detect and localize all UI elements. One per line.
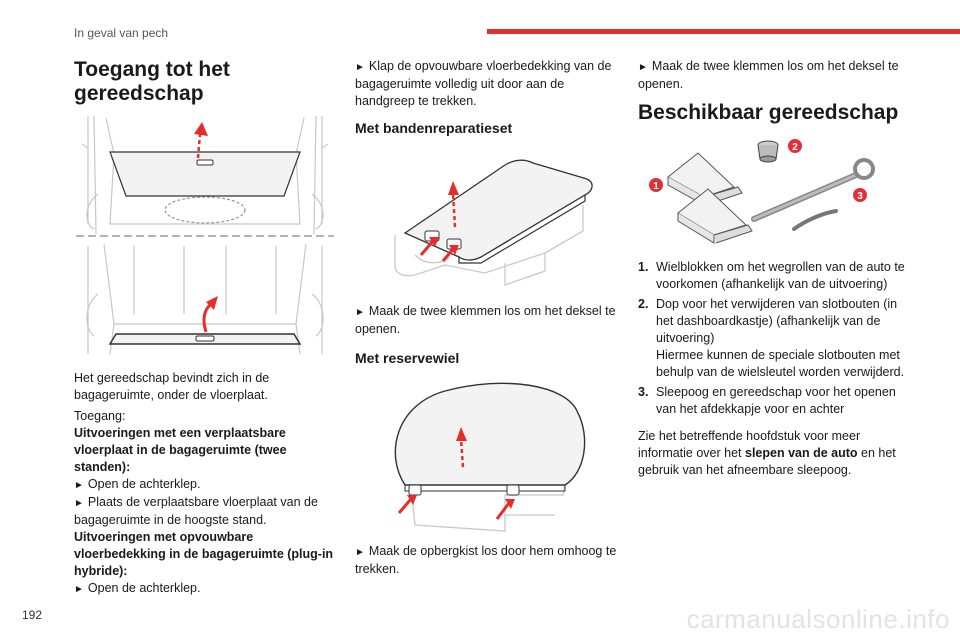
arrow-icon: ►: [74, 480, 84, 491]
repair-kit-box-illustration: [394, 159, 593, 286]
list-item: 2. Dop voor het verwijderen van slotbout…: [638, 296, 908, 381]
arrow-icon: ►: [638, 62, 648, 73]
variant-b-heading: Uitvoeringen met opvouwbare vloerbedekki…: [74, 530, 334, 578]
page-number: 192: [22, 608, 43, 622]
intro-access: Toegang:: [74, 409, 126, 423]
column-3: ►Maak de twee klemmen los om het deksel …: [638, 58, 908, 483]
badge-2-circle: [788, 139, 802, 153]
page-title: Toegang tot het gereedschap: [74, 58, 230, 105]
watermark: carmanualsonline.info: [686, 604, 950, 634]
header-accent-bar: [487, 29, 960, 34]
section-header: In geval van pech: [74, 26, 169, 40]
arrow-icon: ►: [355, 307, 365, 318]
tool-note: Hiermee kunnen de speciale slotbouten me…: [656, 348, 905, 379]
arrow-icon: ►: [355, 62, 365, 73]
tools-list: 1. Wielblokken om het wegrollen van de a…: [638, 259, 908, 418]
list-item: 1. Wielblokken om het wegrollen van de a…: [638, 260, 905, 291]
trunk-floor-illustration: [76, 115, 334, 355]
arrow-icon: ►: [74, 584, 84, 595]
reference-link-text: slepen van de auto: [745, 446, 858, 460]
reference-paragraph: Zie het betreffende hoofdstuk voor meer …: [638, 429, 896, 477]
intro-location: Het gereedschap bevindt zich in de bagag…: [74, 371, 270, 402]
arrow-icon: ►: [355, 547, 365, 558]
step-release-box: ►Maak de opbergkist los door hem omhoog …: [355, 544, 617, 576]
badge-2: 2: [792, 142, 798, 153]
step-release-clamps: ►Maak de twee klemmen los om het deksel …: [355, 304, 616, 336]
subtitle-repair-kit: Met bandenreparatieset: [355, 120, 513, 136]
variant-a-step-1: ►Open de achterklep.: [74, 477, 201, 491]
variant-a-step-2: ►Plaats de verplaatsbare vloerplaat van …: [74, 495, 318, 527]
badge-1-circle: [649, 178, 663, 192]
badge-3-circle: [853, 188, 867, 202]
step-open-lid: ►Maak de twee klemmen los om het deksel …: [638, 59, 899, 91]
step-unfold-floor: ►Klap de opvouwbare vloerbedekking van d…: [355, 59, 612, 108]
badge-3: 3: [857, 191, 863, 202]
tools-title: Beschikbaar gereedschap: [638, 101, 899, 124]
subtitle-spare-wheel: Met reservewiel: [355, 350, 460, 366]
variant-b-step-1: ►Open de achterklep.: [74, 581, 201, 595]
variant-a-heading: Uitvoeringen met een verplaatsbare vloer…: [74, 426, 287, 474]
storage-box-illustration: [394, 382, 586, 532]
column-1: Toegang tot het gereedschap Het gereedsc…: [74, 58, 344, 602]
badge-1: 1: [653, 181, 659, 192]
list-item: 3. Sleepoog en gereedschap voor het open…: [638, 385, 896, 416]
tools-illustration: 2 1 3: [649, 139, 875, 244]
column-2: ►Klap de opvouwbare vloerbedekking van d…: [355, 58, 623, 582]
arrow-icon: ►: [74, 498, 84, 509]
